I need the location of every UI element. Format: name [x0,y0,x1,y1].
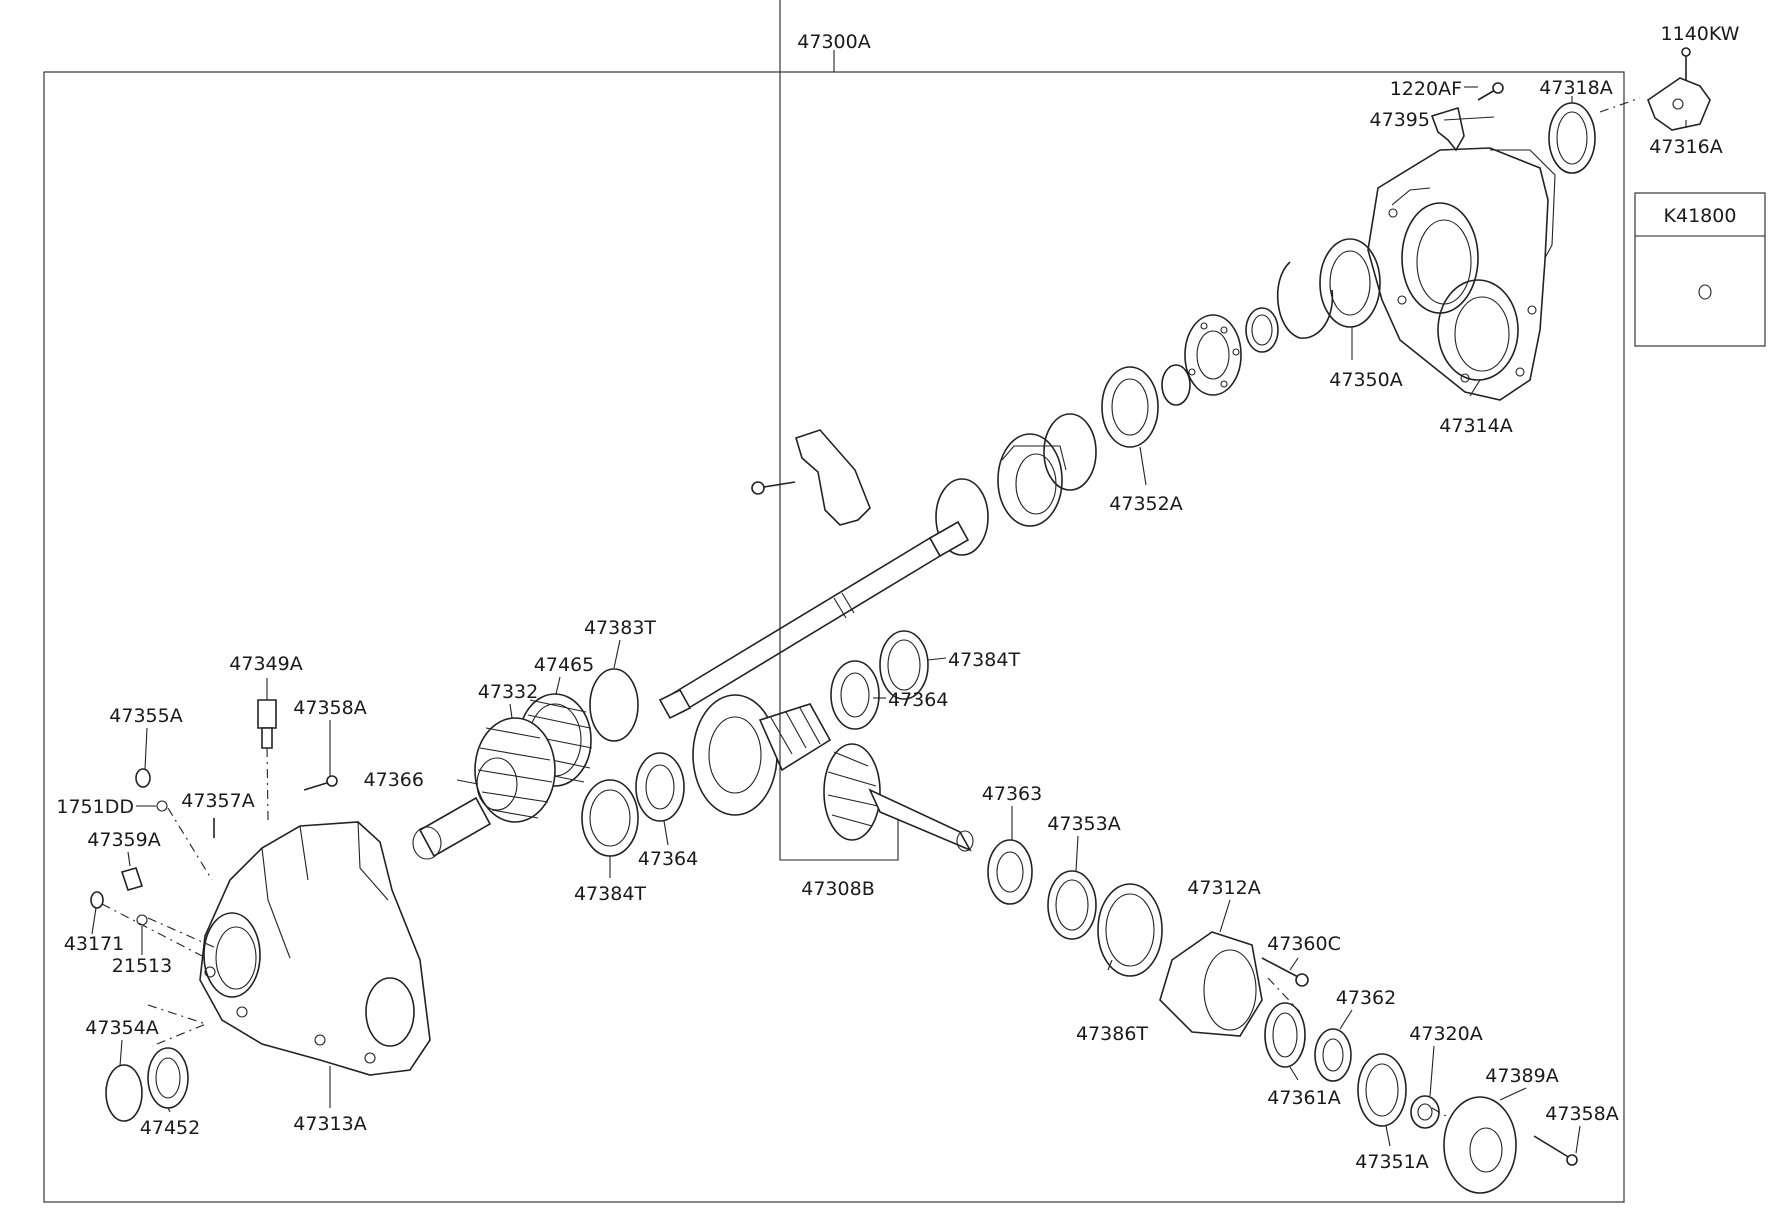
small-plug-part [1698,284,1712,300]
label-47316A: 47316A [1649,136,1722,158]
label-47452: 47452 [140,1117,200,1139]
label-47313A: 47313A [293,1113,366,1135]
label-47353A: 47353A [1047,813,1120,835]
label-47389A: 47389A [1485,1065,1558,1087]
o-ring-mid [1043,413,1097,491]
label-1140KW: 1140KW [1661,23,1740,45]
plug-47355A [135,768,151,788]
front-housing-47312A [1159,931,1263,1037]
ball-bearing-upper [1184,314,1242,396]
o-ring-left [935,478,989,556]
output-shaft [658,520,970,720]
breather-47349A [257,699,277,749]
label-47364-left: 47364 [638,848,698,870]
pinion-gear [823,743,974,852]
snap-ring-mid [1161,364,1191,406]
label-47352A: 47352A [1109,493,1182,515]
label-47465: 47465 [534,654,594,676]
race-47384T-right [879,630,929,700]
main-gear-47308B [692,694,832,816]
label-47361A: 47361A [1267,1087,1340,1109]
label-47314A: 47314A [1439,415,1512,437]
bolt-47360C [1261,957,1309,987]
seal-47452 [147,1047,189,1109]
label-47362: 47362 [1336,987,1396,1009]
label-47355A: 47355A [109,705,182,727]
snap-ring-47354A [105,1064,143,1122]
drive-gear-47332 [474,717,556,823]
spacer-ring-upper [1245,307,1279,353]
label-47359A: 47359A [87,829,160,851]
race-47384T-left [581,779,639,857]
assembly-frame: 47300A [43,31,1625,1203]
label-47358A-left: 47358A [293,697,366,719]
label-21513: 21513 [112,955,172,977]
washer-1751DD [156,800,168,812]
label-47312A: 47312A [1187,877,1260,899]
label-47384T-right: 47384T [948,649,1020,671]
washer-21513 [136,914,148,926]
bearing-47362 [1314,1028,1352,1082]
gasket-47386T [1097,883,1163,977]
bearing-47364-right [830,660,880,730]
label-47354A: 47354A [85,1017,158,1039]
assembly-part-number: 47300A [797,31,870,53]
seal-47351A [1357,1053,1407,1127]
label-47320A: 47320A [1409,1023,1482,1045]
bolt-shield [751,481,796,495]
bolt-47358A-left [303,775,338,791]
label-43171: 43171 [64,933,124,955]
snap-ring-upper [1276,261,1334,339]
label-47384T-left: 47384T [574,883,646,905]
nut-47320A [1410,1095,1440,1129]
label-47332: 47332 [478,681,538,703]
bolt-43171 [90,891,104,909]
label-47395: 47395 [1370,109,1430,131]
label-47358A-right: 47358A [1545,1103,1618,1125]
ring-47383T [589,668,639,742]
label-47318A: 47318A [1539,77,1612,99]
label-47363: 47363 [982,783,1042,805]
bearing-47363 [987,839,1033,905]
seal-47361A [1264,1002,1306,1068]
shield-plate [795,429,871,526]
label-47350A: 47350A [1329,369,1402,391]
bracket-47316A [1599,47,1711,131]
label-47366: 47366 [364,769,424,791]
bracket-47395 [1430,106,1465,152]
inset-part-number: K41800 [1664,205,1737,227]
label-47360C: 47360C [1267,933,1341,955]
label-1751DD: 1751DD [56,796,134,818]
bearing-47352A [1101,366,1159,448]
bolt-47358A-right [1533,1135,1578,1166]
label-47349A: 47349A [229,653,302,675]
front-case-47313A [199,821,431,1076]
label-47357A: 47357A [181,790,254,812]
input-shaft-47366 [412,796,492,860]
label-47386T: 47386T [1076,1023,1148,1045]
label-47351A: 47351A [1355,1151,1428,1173]
rear-case-47314A [1367,147,1556,401]
bearing-47364-left [635,752,685,822]
part-labels: 1140KW 1220AF 47395 47318A 47316A 47314A… [56,23,1739,1173]
flange-47389A [1443,1096,1517,1194]
clutch-housing [997,433,1067,527]
label-1220AF: 1220AF [1390,78,1462,100]
seal-47318A [1548,102,1596,174]
alignment-lines [101,747,1447,1117]
bolt-1220AF [1477,82,1504,101]
label-47364-right: 47364 [888,689,948,711]
leader-lines [91,0,1687,1154]
inset-box-k41800: K41800 [1634,192,1766,347]
label-47383T: 47383T [584,617,656,639]
label-47308B: 47308B [801,878,874,900]
race-47353A [1047,870,1097,940]
sleeve-47359A [120,867,144,891]
bearing-47350A [1319,238,1381,328]
